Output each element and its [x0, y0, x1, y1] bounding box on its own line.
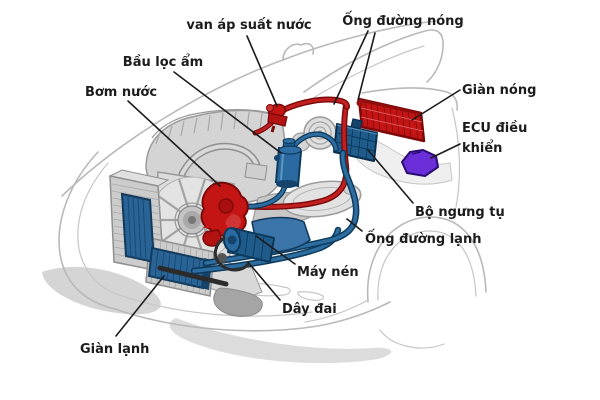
leader-lines — [115, 30, 461, 337]
label-water-pressure-valve: van áp suất nước — [186, 18, 311, 33]
leader-water-pump — [127, 100, 221, 187]
flow-arrow — [203, 216, 222, 228]
evaporator-coil — [108, 169, 229, 297]
front-wheel — [304, 216, 487, 349]
label-ecu-line2: khiển — [462, 140, 502, 156]
water-pump — [200, 181, 249, 247]
labels: van áp suất nước Ống đường nóng Bầu lọc … — [80, 11, 536, 357]
label-water-pump: Bơm nước — [85, 85, 157, 100]
leader-cold-line — [346, 218, 363, 232]
label-cold-coil: Giàn lạnh — [80, 342, 149, 357]
leader-belt — [247, 261, 281, 301]
condenser-coil — [356, 97, 426, 143]
ground-shadow — [42, 266, 392, 364]
ecu-module — [401, 149, 439, 177]
valve-cover-ribs — [155, 111, 263, 145]
leader-cold-coil — [115, 275, 165, 337]
leader-drier-filter — [173, 71, 282, 154]
leader-condensing-unit — [367, 149, 414, 204]
label-cold-line: Ống đường lạnh — [365, 229, 481, 247]
label-compressor: Máy nén — [297, 265, 359, 280]
leader-hot-line-2 — [357, 32, 376, 101]
label-drier-filter: Bầu lọc ẩm — [123, 54, 203, 70]
leader-compressor — [255, 235, 296, 265]
pressure-valve — [266, 103, 288, 133]
leader-hot-line-1 — [333, 30, 369, 105]
label-hot-coil: Giàn nóng — [462, 83, 536, 98]
label-hot-line: Ống đường nóng — [342, 11, 463, 29]
side-mirror-bump — [282, 42, 315, 61]
leader-water-pressure-valve — [246, 35, 278, 107]
front-bumper — [58, 151, 116, 310]
drive-belt — [213, 236, 250, 272]
label-ecu-line1: ECU điều — [462, 121, 527, 136]
label-condensing-unit: Bộ ngưng tụ — [415, 205, 505, 220]
leader-hot-coil — [411, 89, 461, 121]
receiver-drier — [274, 138, 303, 188]
frame-beam — [157, 265, 229, 287]
leader-ecu — [430, 143, 461, 159]
label-belt: Dây đai — [282, 302, 337, 317]
